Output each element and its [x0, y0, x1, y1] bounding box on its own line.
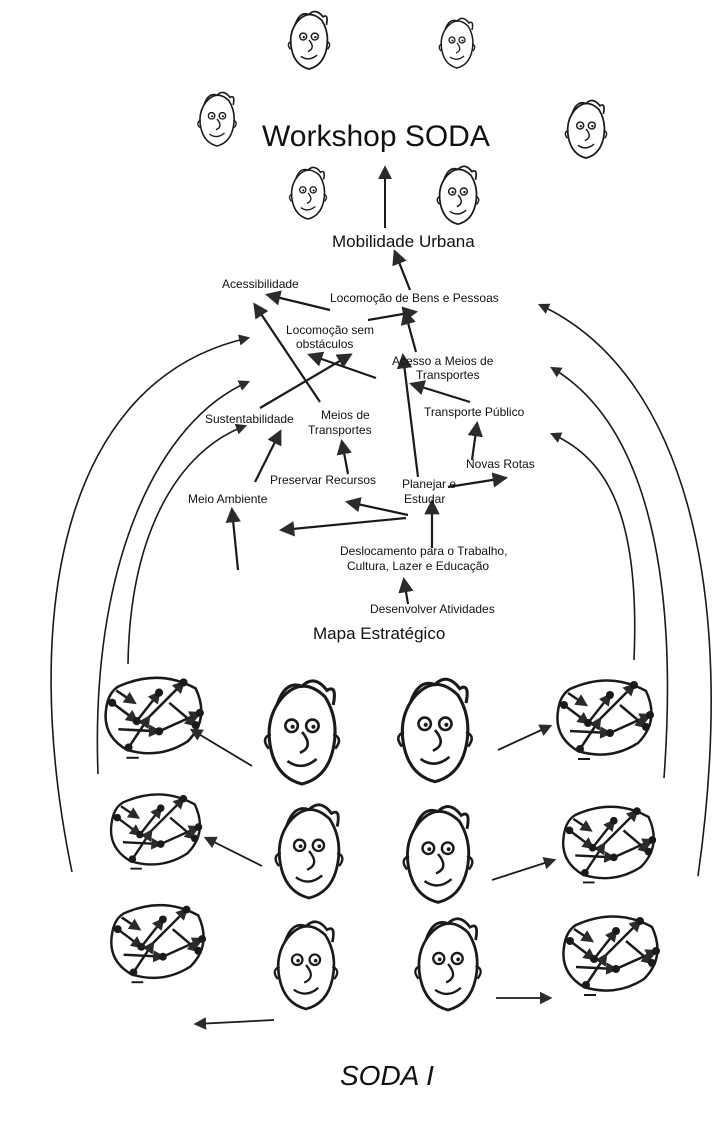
face-icon — [290, 167, 327, 219]
node-meios-line2: Transportes — [308, 423, 372, 437]
face-icon — [398, 679, 471, 781]
arrow — [282, 518, 406, 530]
node-planejar-line2: Estudar — [404, 492, 445, 506]
node-transporte-publico: Transporte Público — [424, 405, 524, 419]
face-icon — [198, 92, 236, 146]
cognitive-map-icon — [563, 807, 656, 883]
face-icon — [404, 806, 473, 902]
face-icon — [265, 681, 339, 784]
arrow — [348, 502, 408, 515]
node-desenvolver-atividades: Desenvolver Atividades — [370, 602, 495, 616]
arrow — [342, 442, 348, 474]
arrow — [255, 305, 320, 402]
workshop-title: Workshop SODA — [262, 120, 490, 154]
arrow — [196, 1020, 274, 1024]
cognitive-map-icon — [106, 678, 204, 758]
arrow — [498, 726, 550, 750]
node-preservar-recursos: Preservar Recursos — [270, 473, 376, 487]
face-icon — [275, 922, 338, 1009]
node-locomocao-sem-line2: obstáculos — [296, 337, 353, 351]
map-title: Mapa Estratégico — [313, 624, 445, 644]
arrow — [395, 252, 410, 290]
cognitive-map-icon — [111, 905, 206, 982]
arrow — [232, 510, 238, 570]
arrow — [472, 424, 477, 460]
node-acesso-line2: Transportes — [416, 368, 480, 382]
node-locomocao-bens: Locomoção de Bens e Pessoas — [330, 291, 499, 305]
face-icon — [565, 100, 606, 158]
face-icon — [276, 805, 343, 898]
cognitive-map-icon — [563, 916, 660, 995]
cognitive-map-icon — [557, 680, 654, 759]
node-meio-ambiente: Meio Ambiente — [188, 492, 267, 506]
arrow — [268, 295, 330, 310]
node-deslocamento-line1: Deslocamento para o Trabalho, — [340, 544, 507, 558]
curved-arrow — [97, 382, 248, 774]
node-meios-line1: Meios de — [321, 408, 370, 422]
face-icon — [437, 166, 478, 224]
arrow — [404, 580, 408, 604]
arrow — [412, 384, 470, 402]
arrow — [405, 312, 416, 352]
arrow — [192, 730, 252, 766]
arrow — [492, 860, 554, 880]
node-novas-rotas: Novas Rotas — [466, 457, 535, 471]
cognitive-map-icon — [111, 794, 202, 868]
face-icon — [439, 18, 475, 68]
node-locomocao-sem-line1: Locomoção sem — [286, 323, 374, 337]
node-sustentabilidade: Sustentabilidade — [205, 412, 294, 426]
face-icon — [415, 919, 480, 1010]
arrow — [206, 838, 262, 866]
node-deslocamento-line2: Cultura, Lazer e Educação — [347, 559, 489, 573]
curved-arrow — [128, 426, 245, 664]
node-acessibilidade: Acessibilidade — [222, 277, 299, 291]
curved-arrow — [540, 305, 711, 876]
face-icon — [288, 11, 329, 69]
node-acesso-line1: Acesso a Meios de — [392, 354, 493, 368]
node-mobilidade-urbana: Mobilidade Urbana — [332, 232, 475, 252]
node-planejar-line1: Planejar e — [402, 477, 456, 491]
arrow — [448, 478, 505, 487]
figure-caption: SODA I — [340, 1060, 434, 1092]
curved-arrow — [552, 434, 635, 660]
